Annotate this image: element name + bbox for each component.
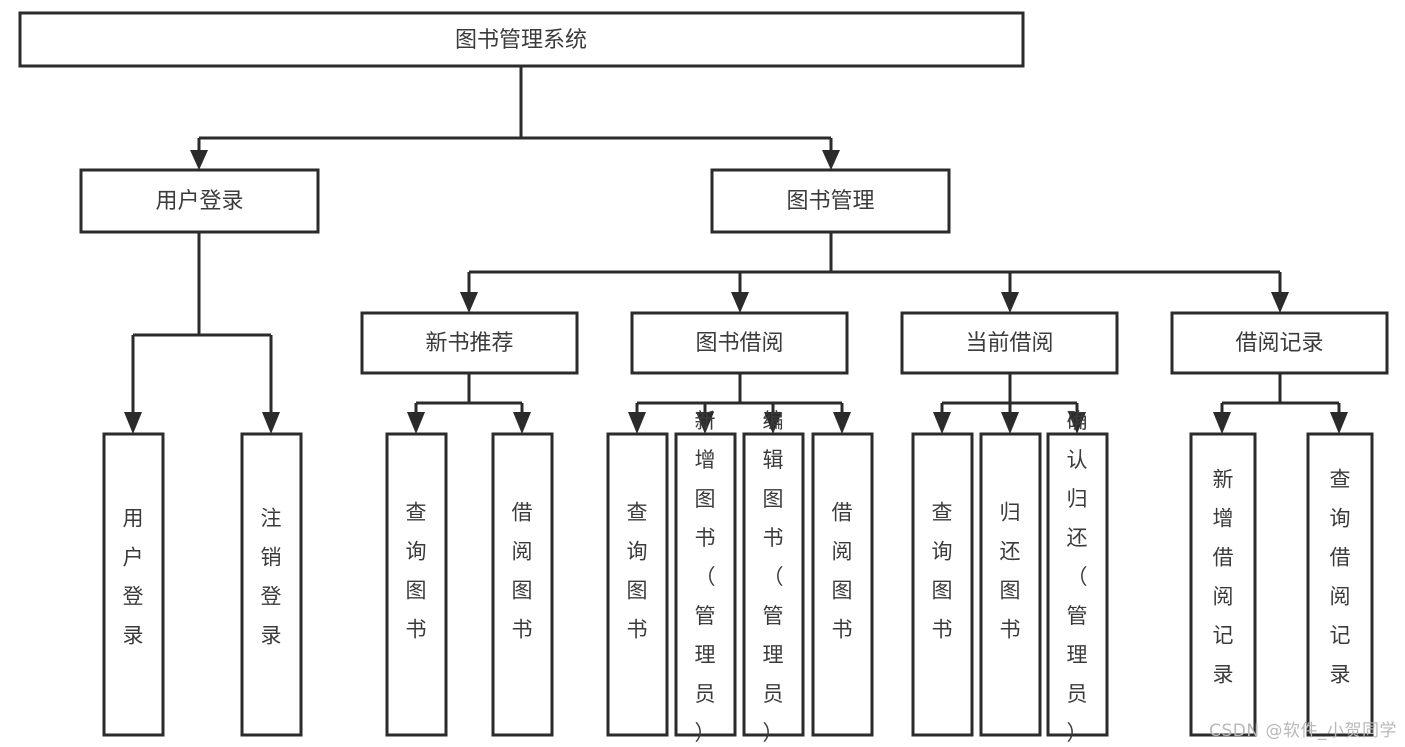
leaf-borrow-book-2[interactable]: 借阅图书: [811, 432, 874, 737]
node-book-borrow[interactable]: 图书借阅: [630, 311, 849, 375]
node-book-manage-label: 图书管理: [786, 189, 874, 214]
leaf-query-book-1-label: 查询图书: [406, 501, 427, 642]
leaf-borrow-book-1-label: 借阅图书: [512, 501, 533, 642]
node-user-login[interactable]: 用户登录: [79, 168, 320, 234]
node-current-borrow-label: 当前借阅: [965, 331, 1053, 356]
connector-book-borrow-to-leaves: [628, 373, 851, 434]
node-new-book-recommend-label: 新书推荐: [425, 331, 513, 356]
leaf-borrow-book-2-label: 借阅图书: [832, 501, 853, 642]
connector-new-book-recommend-to-leaves: [407, 373, 531, 434]
node-new-book-recommend[interactable]: 新书推荐: [360, 311, 579, 375]
connector-current-borrow-to-leaves: [933, 373, 1086, 434]
node-book-borrow-label: 图书借阅: [695, 331, 783, 356]
leaf-add-borrow-record[interactable]: 新增借阅记录: [1189, 432, 1257, 737]
leaf-return-book-label: 归还图书: [1000, 501, 1021, 642]
connector-book-manage-to-level3: [460, 232, 1289, 313]
leaf-query-borrow-record-label: 查询借阅记录: [1330, 468, 1351, 687]
leaf-user-login-label: 用户登录: [123, 507, 144, 648]
node-book-manage[interactable]: 图书管理: [710, 168, 951, 234]
connector-root-to-level2: [190, 66, 840, 170]
node-root-label: 图书管理系统: [455, 28, 587, 53]
leaf-query-book-3-label: 查询图书: [932, 501, 953, 642]
node-user-login-label: 用户登录: [155, 189, 243, 214]
leaf-return-book[interactable]: 归还图书: [979, 432, 1042, 737]
leaf-query-book-2[interactable]: 查询图书: [606, 432, 669, 737]
leaf-add-book-admin[interactable]: 新增图书（管理员）: [674, 409, 737, 745]
leaf-logout-login-label: 注销登录: [261, 507, 282, 648]
node-root[interactable]: 图书管理系统: [18, 11, 1025, 68]
connector-user-login-to-leaves: [124, 232, 280, 434]
leaf-query-book-3[interactable]: 查询图书: [911, 432, 974, 737]
leaf-confirm-return-admin[interactable]: 确认归还（管理员）: [1046, 409, 1109, 745]
leaf-user-login[interactable]: 用户登录: [102, 432, 165, 737]
leaf-logout-login[interactable]: 注销登录: [240, 432, 303, 737]
connector-borrow-record-to-leaves: [1213, 373, 1348, 434]
leaf-query-borrow-record[interactable]: 查询借阅记录: [1306, 432, 1374, 737]
leaf-edit-book-admin-label: 编辑图书（管理员）: [763, 409, 784, 745]
leaf-add-book-admin-label: 新增图书（管理员）: [695, 409, 716, 745]
leaf-confirm-return-admin-label: 确认归还（管理员）: [1067, 409, 1088, 745]
node-current-borrow[interactable]: 当前借阅: [900, 311, 1119, 375]
leaf-query-book-1[interactable]: 查询图书: [385, 432, 448, 737]
node-borrow-record[interactable]: 借阅记录: [1170, 311, 1389, 375]
leaf-add-borrow-record-label: 新增借阅记录: [1213, 468, 1234, 687]
leaf-edit-book-admin[interactable]: 编辑图书（管理员）: [742, 409, 805, 745]
node-borrow-record-label: 借阅记录: [1235, 331, 1323, 356]
leaf-query-book-2-label: 查询图书: [627, 501, 648, 642]
leaf-borrow-book-1[interactable]: 借阅图书: [491, 432, 554, 737]
